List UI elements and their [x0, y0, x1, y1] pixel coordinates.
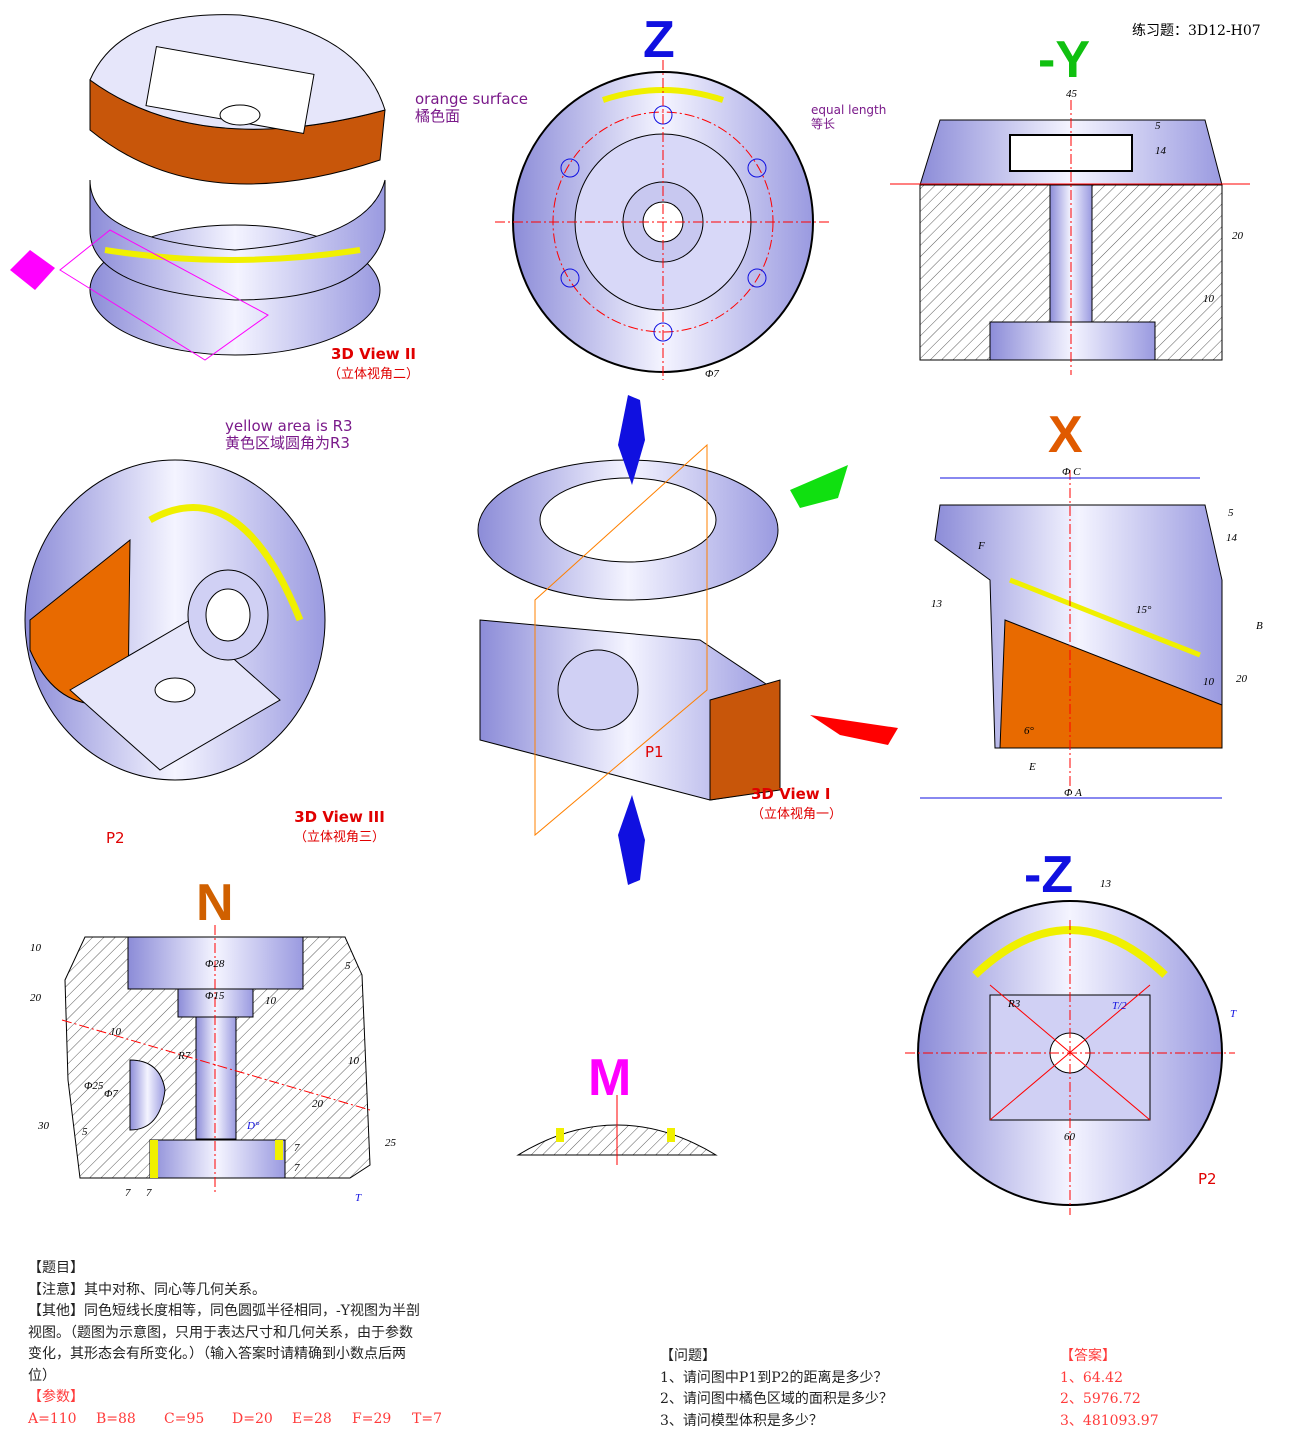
dim: 20 [1236, 673, 1247, 685]
dim: 10 [110, 1026, 121, 1038]
point-p2-label-neg-z: P2 [1198, 1170, 1217, 1188]
axis-label-m: M [588, 1049, 632, 1107]
param-t: T=7 [412, 1410, 442, 1427]
dim: 5 [1228, 507, 1234, 519]
axis-label-n: N [196, 874, 234, 932]
dim: 5 [1155, 120, 1161, 132]
view-z [495, 60, 830, 380]
dim: Φ C [1062, 466, 1081, 478]
dim: Φ25 [84, 1080, 104, 1092]
dim: 10 [1203, 676, 1214, 688]
dim: Φ A [1064, 787, 1082, 799]
dim: Φ7 [104, 1088, 118, 1100]
view-neg-z [905, 900, 1235, 1215]
view-n-section [61, 925, 371, 1195]
dim: Φ7 [705, 368, 719, 380]
point-p2-label: P2 [106, 829, 125, 847]
dim: T/2 [1112, 1000, 1127, 1012]
dim: 10 [1203, 293, 1214, 305]
problem-text: 【题目】 【注意】其中对称、同心等几何关系。 【其他】同色短线长度相等，同色圆弧… [28, 1258, 442, 1430]
dim: 10 [348, 1055, 359, 1067]
dim: T [1230, 1008, 1237, 1020]
dim: B [1256, 620, 1263, 632]
dim: 7 [294, 1142, 300, 1154]
answers: 【答案】 1、64.42 2、5976.72 3、481093.97 [1060, 1346, 1159, 1432]
view-label-3d-3: 3D View III（立体视角三） [294, 808, 386, 845]
param-c: C=95 [164, 1410, 205, 1427]
dim: 14 [1155, 145, 1166, 157]
param-a: A=110 [28, 1410, 77, 1427]
dim: 20 [312, 1098, 323, 1110]
dim: Φ28 [205, 958, 225, 970]
dim: 30 [38, 1120, 49, 1132]
view-label-3d-1: 3D View I（立体视角一） [751, 785, 843, 822]
dim: R3 [1008, 998, 1021, 1010]
problem-note: 【注意】其中对称、同心等几何关系。 [28, 1281, 266, 1298]
dim: 60 [1064, 1131, 1075, 1143]
dim: 7 [125, 1187, 131, 1199]
answer-item: 3、481093.97 [1060, 1412, 1159, 1429]
problem-heading: 【题目】 [28, 1260, 84, 1276]
dim: 6° [1024, 725, 1034, 737]
dim: 10 [30, 942, 41, 954]
question-item: 2、请问图中橘色区域的面积是多少？ [660, 1391, 893, 1407]
params-heading: 【参数】 [28, 1389, 84, 1405]
dim: 25 [385, 1137, 396, 1149]
param-f: F=29 [352, 1410, 392, 1427]
param-b: B=88 [96, 1410, 136, 1427]
axis-label-neg-z: -Z [1024, 846, 1074, 904]
point-p1-label: P1 [645, 743, 664, 761]
dim: 20 [1232, 230, 1243, 242]
dim: 10 [265, 995, 276, 1007]
dim: E [1029, 761, 1036, 773]
dim: 5 [82, 1126, 88, 1138]
problem-other-line: 变化，其形态会有所变化。）（输入答案时请精确到小数点后两 [28, 1346, 406, 1362]
problem-other-line: 【其他】同色短线长度相等，同色圆弧半径相同，-Y视图为半剖 [28, 1303, 420, 1319]
dim: R7 [178, 1050, 191, 1062]
view-neg-y [890, 100, 1250, 375]
dim: D° [247, 1120, 260, 1132]
dim: F [978, 540, 985, 552]
answer-item: 2、5976.72 [1060, 1391, 1141, 1407]
axis-label-x: X [1048, 406, 1083, 464]
dim: 20 [30, 992, 41, 1004]
answer-item: 1、64.42 [1060, 1369, 1123, 1386]
questions: 【问题】 1、请问图中P1到P2的距离是多少？ 2、请问图中橘色区域的面积是多少… [660, 1346, 893, 1432]
dim: 14 [1226, 532, 1237, 544]
problem-other-line: 位） [28, 1367, 56, 1384]
view-x [920, 470, 1223, 799]
view-m-section [516, 1095, 718, 1165]
dim: 7 [146, 1187, 152, 1199]
view-3d-3 [24, 459, 326, 781]
dim: 15° [1136, 604, 1152, 616]
exercise-title: 练习题：3D12-H07 [1132, 23, 1261, 39]
dim: 45 [1066, 88, 1077, 100]
view-label-3d-2: 3D View II（立体视角二） [328, 345, 420, 382]
dim: T [355, 1192, 362, 1204]
view-3d-2 [10, 14, 386, 361]
problem-other-line: 视图。（题图为示意图，只用于表达尺寸和几何关系，由于参数 [28, 1324, 413, 1341]
answers-heading: 【答案】 [1060, 1348, 1116, 1364]
dim: Φ15 [205, 990, 225, 1002]
dim: 5 [345, 960, 351, 972]
questions-heading: 【问题】 [660, 1348, 716, 1364]
dim: 13 [1100, 878, 1111, 890]
param-e: E=28 [292, 1410, 332, 1427]
dim: 13 [931, 598, 942, 610]
dim: 7 [294, 1162, 300, 1174]
view-3d-1 [477, 395, 898, 885]
question-item: 3、请问模型体积是多少？ [660, 1412, 823, 1429]
param-d: D=20 [232, 1410, 273, 1427]
axis-label-z: Z [643, 11, 675, 69]
question-item: 1、请问图中P1到P2的距离是多少？ [660, 1369, 888, 1386]
axis-label-neg-y: -Y [1038, 31, 1090, 89]
params-row: A=110 B=88 C=95 D=20 E=28 F=29 T=7 [28, 1409, 442, 1431]
